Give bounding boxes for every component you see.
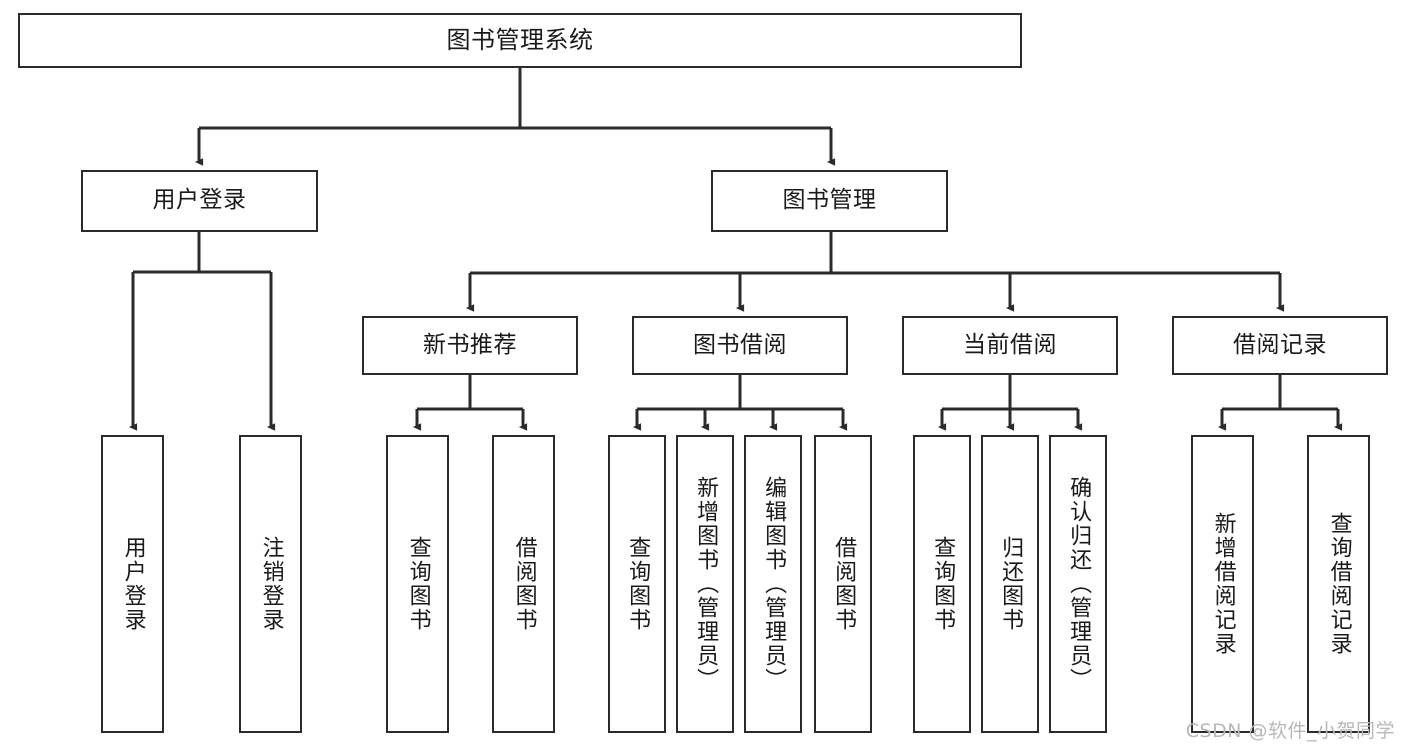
- node-label: 用户登录: [152, 187, 247, 214]
- leaf-borrow-book-borrow[interactable]: 借阅图书: [814, 435, 872, 733]
- leaf-add-borrow-record[interactable]: 新增借阅记录: [1191, 435, 1254, 733]
- leaf-edit-book-admin[interactable]: 编辑图书（管理员）: [744, 435, 802, 733]
- leaf-confirm-return-admin[interactable]: 确认归还（管理员）: [1049, 435, 1107, 733]
- node-label: 图书管理系统: [446, 26, 594, 55]
- leaf-query-book-current[interactable]: 查询图书: [913, 435, 971, 733]
- node-label: 查询图书: [625, 536, 651, 632]
- leaf-query-borrow-record[interactable]: 查询借阅记录: [1307, 435, 1370, 733]
- node-label: 注销登录: [258, 536, 284, 632]
- node-label: 编辑图书（管理员）: [761, 476, 787, 692]
- node-current-borrow[interactable]: 当前借阅: [902, 316, 1118, 375]
- node-label: 借阅图书: [511, 536, 537, 632]
- node-label: 图书管理: [782, 187, 877, 214]
- leaf-logout-login[interactable]: 注销登录: [239, 435, 302, 733]
- node-book-borrow[interactable]: 图书借阅: [632, 316, 848, 375]
- node-label: 当前借阅: [963, 331, 1057, 358]
- leaf-query-book-new[interactable]: 查询图书: [386, 435, 449, 733]
- node-label: 查询图书: [405, 536, 431, 632]
- leaf-borrow-book-new[interactable]: 借阅图书: [492, 435, 555, 733]
- node-label: 借阅记录: [1233, 331, 1327, 358]
- node-root-system[interactable]: 图书管理系统: [18, 13, 1022, 68]
- node-label: 归还图书: [998, 536, 1024, 632]
- node-label: 确认归还（管理员）: [1066, 476, 1092, 692]
- node-label: 新书推荐: [423, 331, 517, 358]
- node-label: 查询图书: [930, 536, 956, 632]
- node-label: 新增借阅记录: [1210, 512, 1236, 656]
- node-label: 用户登录: [120, 536, 146, 632]
- node-borrow-record[interactable]: 借阅记录: [1172, 316, 1388, 375]
- leaf-return-book[interactable]: 归还图书: [981, 435, 1039, 733]
- node-label: 查询借阅记录: [1326, 512, 1352, 656]
- node-book-management[interactable]: 图书管理: [711, 170, 948, 232]
- node-label: 新增图书（管理员）: [693, 476, 719, 692]
- leaf-query-book-borrow[interactable]: 查询图书: [608, 435, 666, 733]
- csdn-watermark: CSDN @软件_小贺同学: [1185, 720, 1395, 742]
- leaf-user-login[interactable]: 用户登录: [101, 435, 164, 733]
- node-user-login[interactable]: 用户登录: [81, 170, 318, 232]
- node-label: 借阅图书: [831, 536, 857, 632]
- node-label: 图书借阅: [693, 331, 787, 358]
- node-new-book-recommend[interactable]: 新书推荐: [362, 316, 578, 375]
- leaf-add-book-admin[interactable]: 新增图书（管理员）: [676, 435, 734, 733]
